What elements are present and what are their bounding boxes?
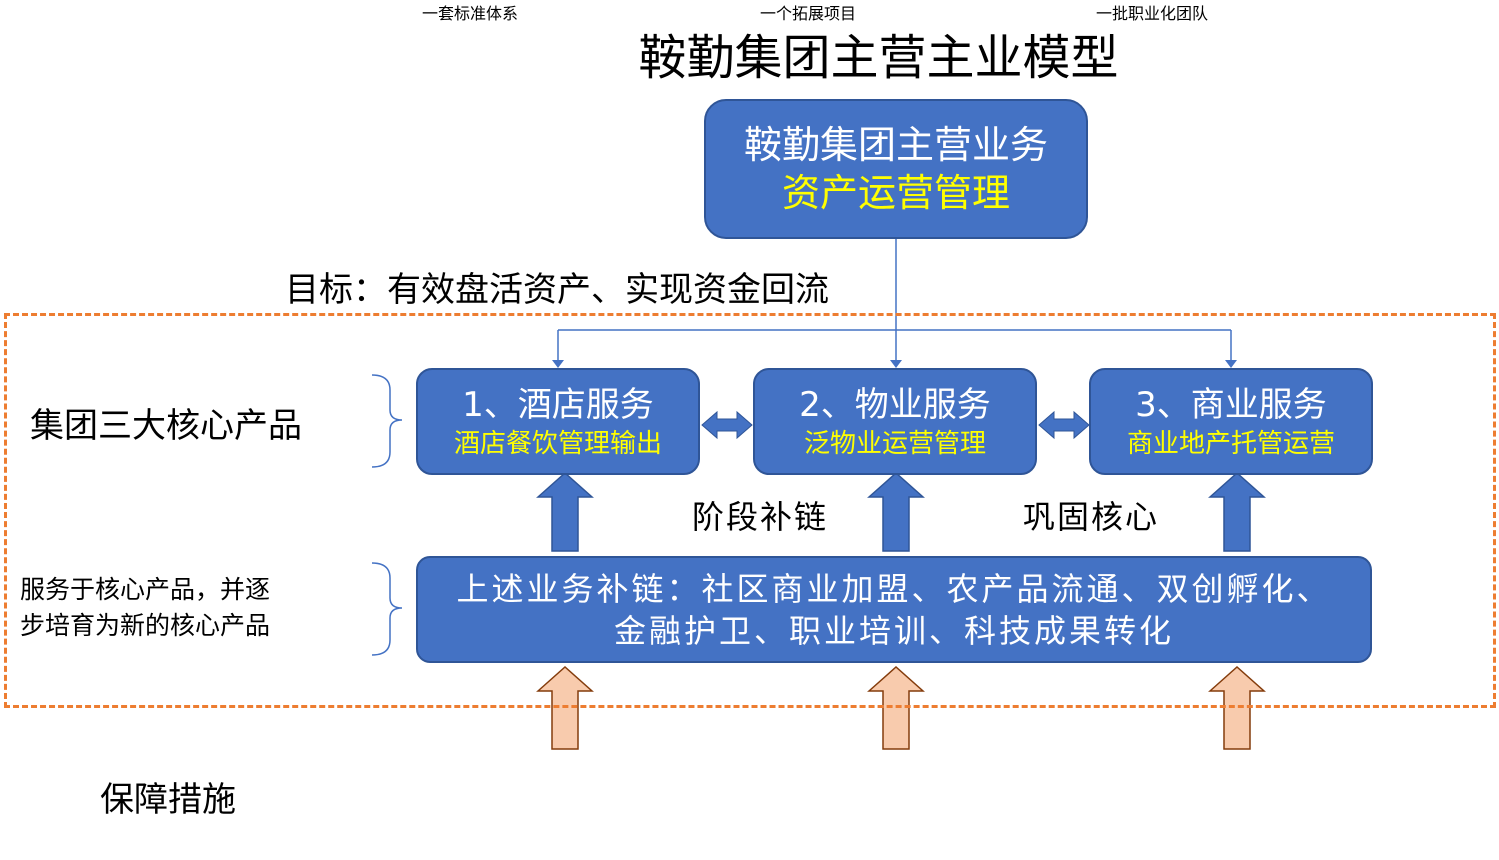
support-label-line2: 步培育为新的核心产品: [20, 611, 271, 640]
main-business-title: 鞍勤集团主营业务: [743, 123, 1048, 167]
business-chain-box: 上述业务补链：社区商业加盟、农产品流通、双创孵化、 金融护卫、职业培训、科技成果…: [416, 556, 1372, 663]
branch-arrowhead-3: [1225, 360, 1237, 368]
branch-arrowhead-1: [552, 360, 564, 368]
support-label-line1: 服务于核心产品，并逐: [20, 575, 271, 604]
guarantee-expansion-project: 一个拓展项目: [760, 4, 857, 23]
stage-label-right: 巩固核心: [1023, 498, 1160, 536]
core-product-property: 2、物业服务 泛物业运营管理: [753, 368, 1037, 475]
up-arrow-blue-1: [536, 471, 594, 552]
up-arrow-peach-3: [1208, 665, 1266, 750]
up-arrow-blue-3: [1208, 471, 1266, 552]
branch-arrowhead-2: [890, 360, 902, 368]
core-product-subtitle: 泛物业运营管理: [803, 428, 986, 459]
guarantee-professional-team: 一批职业化团队: [1096, 4, 1209, 23]
stage-label-left: 阶段补链: [692, 498, 829, 536]
core-product-hotel: 1、酒店服务 酒店餐饮管理输出: [416, 368, 700, 475]
business-chain-line2: 金融护卫、职业培训、科技成果转化: [613, 611, 1174, 650]
bracket-support: [371, 562, 403, 656]
goal-label: 目标：有效盘活资产、实现资金回流: [285, 270, 829, 310]
core-product-title: 1、酒店服务: [462, 384, 654, 425]
core-product-subtitle: 商业地产托管运营: [1126, 428, 1335, 459]
up-arrow-blue-2: [867, 471, 925, 552]
guarantee-standard-system: 一套标准体系: [422, 4, 519, 23]
business-chain-line1: 上述业务补链：社区商业加盟、农产品流通、双创孵化、: [456, 569, 1332, 608]
core-products-label: 集团三大核心产品: [30, 406, 302, 446]
diagram-title: 鞍勤集团主营主业模型: [638, 30, 1119, 86]
core-scope-frame: [4, 313, 1496, 708]
support-label: 服务于核心产品，并逐 步培育为新的核心产品: [20, 572, 270, 644]
main-business-box: 鞍勤集团主营业务 资产运营管理: [704, 99, 1088, 239]
core-product-subtitle: 酒店餐饮管理输出: [453, 428, 662, 459]
core-product-commercial: 3、商业服务 商业地产托管运营: [1089, 368, 1373, 475]
core-product-title: 3、商业服务: [1135, 384, 1327, 425]
core-product-title: 2、物业服务: [799, 384, 991, 425]
up-arrow-peach-2: [867, 665, 925, 750]
double-arrow-1: [701, 410, 753, 440]
bracket-core-products: [371, 374, 403, 468]
main-business-subtitle: 资产运营管理: [781, 171, 1010, 215]
up-arrow-peach-1: [536, 665, 594, 750]
guarantee-label: 保障措施: [100, 780, 236, 820]
